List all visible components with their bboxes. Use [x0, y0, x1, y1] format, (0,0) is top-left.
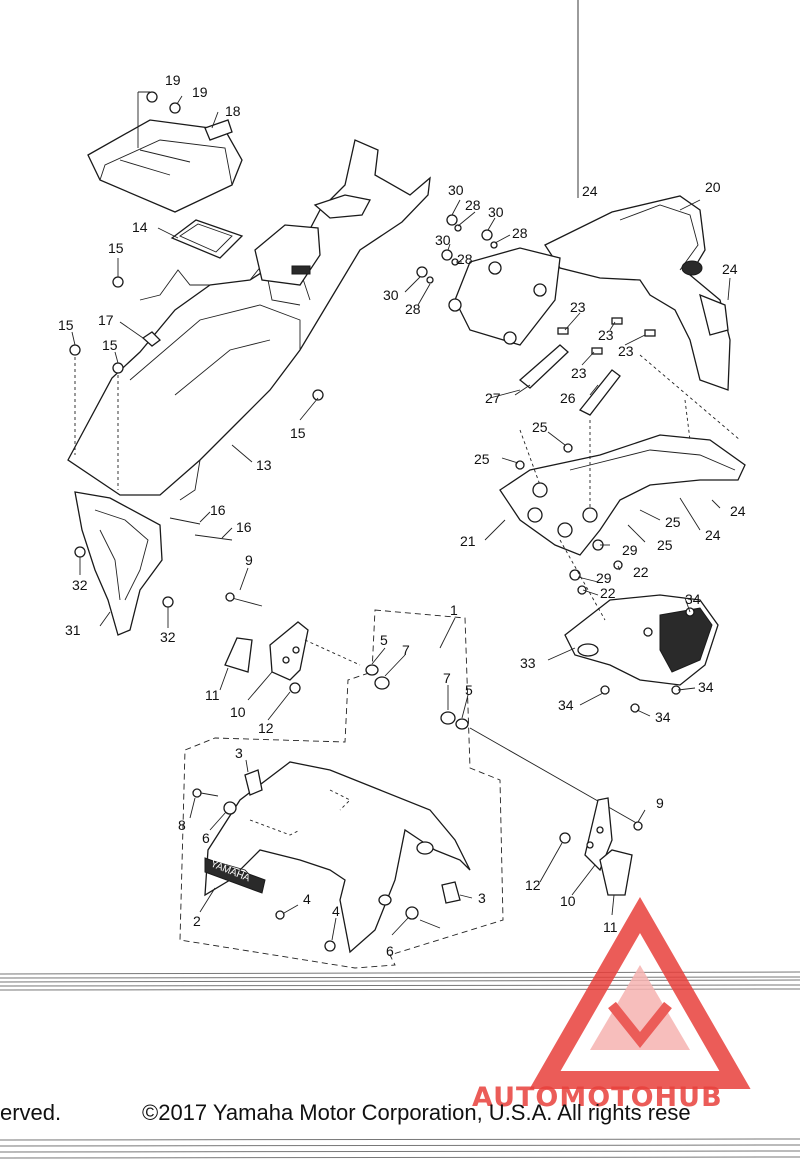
- label-2: 2: [193, 913, 201, 929]
- label-24b: 24: [722, 261, 738, 277]
- label-32b: 32: [160, 629, 176, 645]
- label-5b: 5: [465, 682, 473, 698]
- label-7a: 7: [402, 642, 410, 658]
- copyright-line: erved. ©2017 Yamaha Motor Corporation, U…: [0, 1100, 800, 1132]
- label-23b: 23: [598, 327, 614, 343]
- part-20-tail-cowl: [544, 195, 731, 391]
- label-21: 21: [460, 533, 476, 549]
- part-16-cable-ties: [169, 517, 233, 541]
- label-29a: 29: [622, 542, 638, 558]
- label-30d: 30: [383, 287, 399, 303]
- part-14-pad: [170, 219, 244, 259]
- label-19a: 19: [165, 72, 181, 88]
- part-18-battery-tray: [87, 119, 243, 213]
- label-28d: 28: [405, 301, 421, 317]
- label-33: 33: [520, 655, 536, 671]
- label-32a: 32: [72, 577, 88, 593]
- parts-26-27-stays: [518, 344, 621, 416]
- label-4b: 4: [332, 903, 340, 919]
- copyright-left-fragment: erved.: [0, 1100, 62, 1125]
- label-26: 26: [560, 390, 576, 406]
- label-16a: 16: [210, 502, 226, 518]
- label-6a: 6: [202, 830, 210, 846]
- label-23d: 23: [571, 365, 587, 381]
- label-3b: 3: [478, 890, 486, 906]
- rear-cowl-bracket: [416, 214, 561, 346]
- label-25d: 25: [657, 537, 673, 553]
- label-30c: 30: [435, 232, 451, 248]
- label-6b: 6: [386, 943, 394, 959]
- label-11b: 11: [603, 919, 618, 935]
- label-10a: 10: [230, 704, 246, 720]
- label-30a: 30: [448, 182, 464, 198]
- label-25b: 25: [474, 451, 490, 467]
- label-24c: 24: [730, 503, 746, 519]
- label-29b: 29: [596, 570, 612, 586]
- label-19b: 19: [192, 84, 208, 100]
- label-23c: 23: [618, 343, 634, 359]
- label-23a: 23: [570, 299, 586, 315]
- label-28c: 28: [457, 251, 473, 267]
- leader-lines: [71, 0, 741, 941]
- scan-noise-band: [0, 971, 800, 1159]
- label-17: 17: [98, 312, 114, 328]
- label-13: 13: [256, 457, 272, 473]
- label-30b: 30: [488, 204, 504, 220]
- label-18: 18: [225, 103, 241, 119]
- label-3a: 3: [235, 745, 243, 761]
- label-15d: 15: [290, 425, 306, 441]
- parts-22-29-nuts: [569, 539, 623, 595]
- label-34b: 34: [698, 679, 714, 695]
- part-21-frame-stay: [499, 434, 746, 556]
- part-labels: 19 19 18 14 15 15 17 15 15 13 16 16 32 3…: [58, 72, 746, 959]
- fender-hardware: [192, 664, 641, 952]
- label-16b: 16: [236, 519, 252, 535]
- label-7b: 7: [443, 670, 451, 686]
- label-4a: 4: [303, 891, 311, 907]
- label-14: 14: [132, 219, 148, 235]
- label-10b: 10: [560, 893, 576, 909]
- left-fork-bracket: [224, 592, 361, 694]
- label-20: 20: [705, 179, 721, 195]
- label-27: 27: [485, 390, 501, 406]
- label-1: 1: [450, 602, 458, 618]
- watermark-brand-text: AUTOMOTOHUB: [472, 1082, 723, 1113]
- label-12b: 12: [525, 877, 541, 893]
- label-34d: 34: [655, 709, 671, 725]
- right-fork-bracket: [559, 797, 643, 896]
- part-17-clip: [141, 331, 161, 347]
- label-34c: 34: [558, 697, 574, 713]
- label-9b: 9: [656, 795, 664, 811]
- part-13-rear-fender: [67, 139, 431, 501]
- label-15a: 15: [108, 240, 124, 256]
- label-22a: 22: [633, 564, 649, 580]
- label-15c: 15: [102, 337, 118, 353]
- part-31-mud-flap: [74, 491, 163, 636]
- label-11a: 11: [205, 687, 220, 703]
- label-5a: 5: [380, 632, 388, 648]
- label-28b: 28: [512, 225, 528, 241]
- label-12a: 12: [258, 720, 274, 736]
- copyright-main: ©2017 Yamaha Motor Corporation, U.S.A. A…: [142, 1100, 691, 1125]
- label-25a: 25: [532, 419, 548, 435]
- label-34a: 34: [685, 591, 701, 607]
- part-23-clips: [557, 317, 656, 355]
- label-8a: 8: [178, 817, 186, 833]
- label-24a: 24: [582, 183, 598, 199]
- label-9a: 9: [245, 552, 253, 568]
- label-24d: 24: [705, 527, 721, 543]
- group-1-outline: [179, 609, 504, 969]
- label-22b: 22: [600, 585, 616, 601]
- label-25c: 25: [665, 514, 681, 530]
- label-31: 31: [65, 622, 81, 638]
- label-28a: 28: [465, 197, 481, 213]
- part-33-plate-bracket: [564, 594, 719, 713]
- part-2-front-fender: YAMAHA: [204, 761, 471, 954]
- label-15b: 15: [58, 317, 74, 333]
- watermark-logo: [529, 896, 751, 1089]
